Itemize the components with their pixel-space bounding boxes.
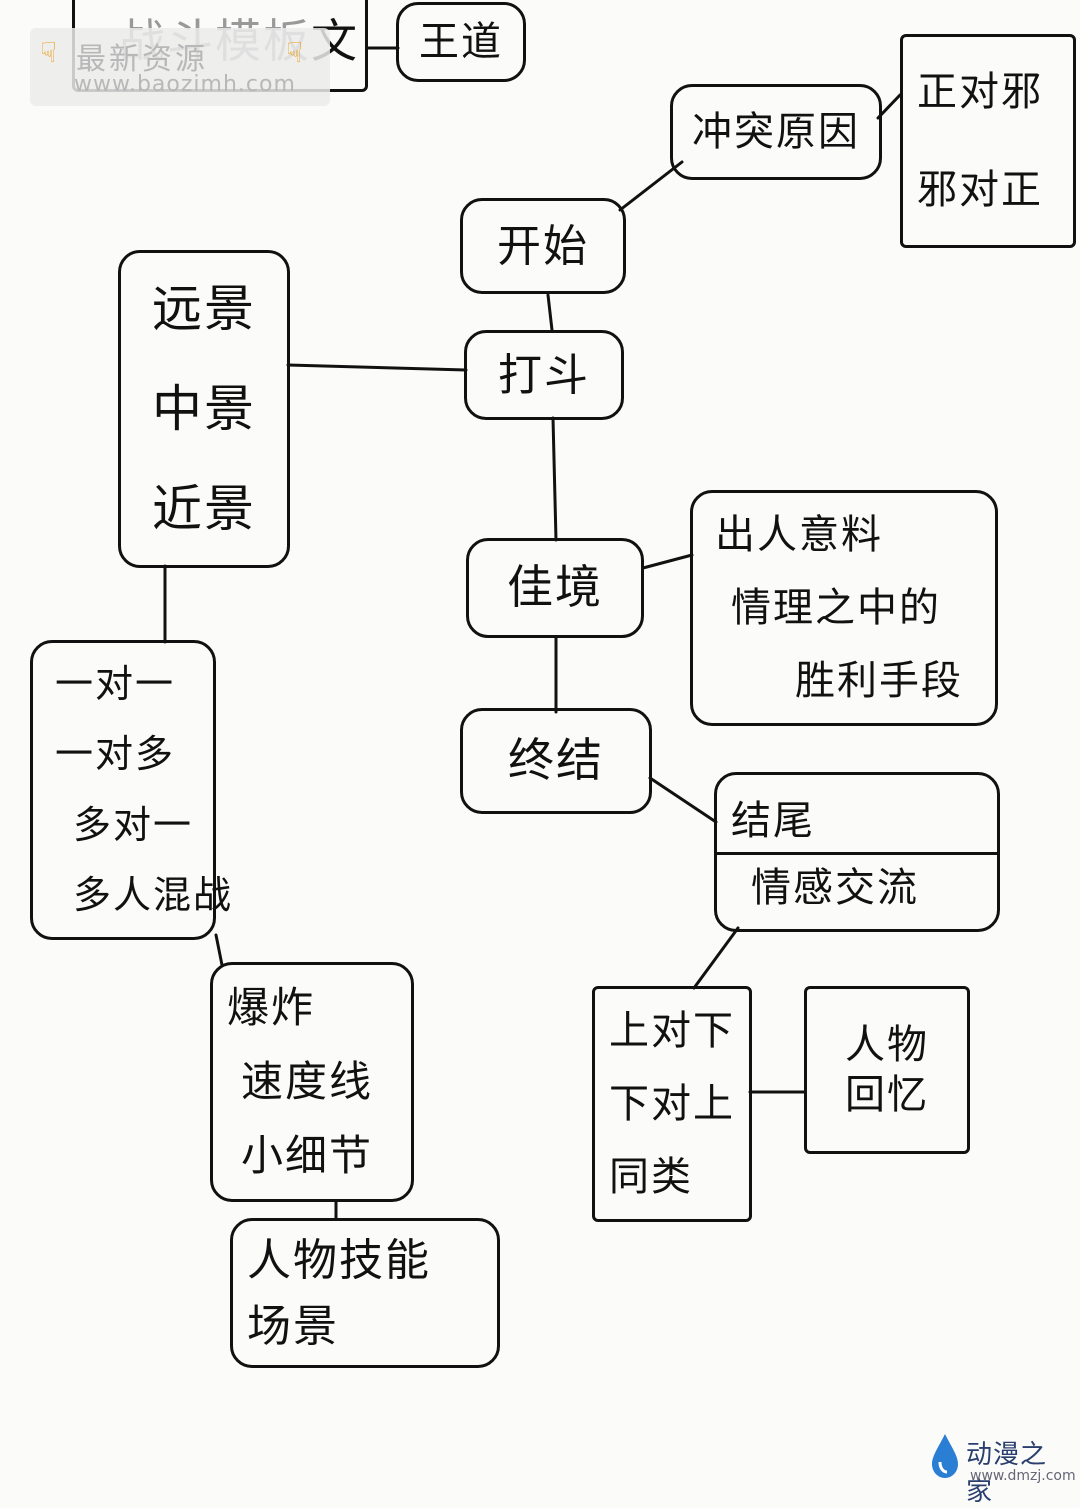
water-drop-icon xyxy=(932,1434,958,1478)
node-duizhan-line3: 多对一 xyxy=(73,802,194,847)
node-baozha: 爆炸 速度线 小细节 xyxy=(210,962,414,1202)
node-chongtu-yuanyin: 冲突原因 xyxy=(670,84,882,180)
watermark-line1: 最新资源 xyxy=(76,42,208,77)
node-chuyi-line1: 出人意料 xyxy=(715,512,883,559)
node-duizhan-line2: 一对多 xyxy=(55,732,176,776)
connector-duizhan-baozha xyxy=(214,933,224,967)
node-chuyi-line3: 胜利手段 xyxy=(795,657,963,704)
node-kaishi: 开始 xyxy=(460,198,626,294)
pointing-hand-icon: ☟ xyxy=(286,36,304,69)
node-jiewei: 结尾 情感交流 xyxy=(714,772,1000,932)
node-renwu-line2: 场景 xyxy=(247,1300,339,1352)
node-zhengxie-line2: 邪对正 xyxy=(917,167,1043,213)
node-jiewei-title: 结尾 xyxy=(717,796,997,855)
node-shangxia: 上对下 下对上 同类 xyxy=(592,986,752,1222)
node-zheng-xie: 正对邪 邪对正 xyxy=(900,34,1076,248)
watermark-banner: ☟ 最新资源 ☟ www.baozimh.com xyxy=(30,28,330,106)
node-jingbie-line3: 近景 xyxy=(152,479,256,538)
node-dadou-label: 打斗 xyxy=(498,349,590,401)
node-baozha-line3: 小细节 xyxy=(241,1130,374,1180)
node-huiyi: 人物 回忆 xyxy=(804,986,970,1154)
node-shangxia-line3: 同类 xyxy=(609,1153,693,1200)
node-kaishi-label: 开始 xyxy=(497,220,589,272)
node-zhongjie-label: 终结 xyxy=(508,733,604,788)
logo-brand: 动漫之家 xyxy=(966,1440,1048,1507)
node-baozha-line2: 速度线 xyxy=(241,1056,374,1106)
node-jiajing: 佳境 xyxy=(466,538,644,638)
node-duizhan-line1: 一对一 xyxy=(55,661,176,706)
connector-jingbie-dadou xyxy=(286,363,468,372)
node-jingbie: 远景 中景 近景 xyxy=(118,250,290,568)
node-renwu-jineng: 人物技能 场景 xyxy=(230,1218,500,1368)
node-zhongjie: 终结 xyxy=(460,708,652,814)
node-renwu-line1: 人物技能 xyxy=(247,1234,431,1286)
node-baozha-line1: 爆炸 xyxy=(227,982,316,1032)
node-jingbie-line2: 中景 xyxy=(152,379,256,438)
node-wangdao-label: 王道 xyxy=(419,19,503,65)
watermark-line2: www.baozimh.com xyxy=(74,72,296,97)
dmzj-logo: 动漫之家 www.dmzj.com xyxy=(928,1430,1076,1507)
node-jingbie-line1: 远景 xyxy=(152,279,256,338)
node-shangxia-line1: 上对下 xyxy=(609,1008,735,1055)
node-huiyi-line2: 回忆 xyxy=(845,1072,929,1118)
node-jiewei-body: 情感交流 xyxy=(751,864,919,911)
connector-zhongjie-jiewei xyxy=(648,776,718,824)
connector-jiewei-shangxia xyxy=(692,926,740,990)
pointing-hand-icon: ☟ xyxy=(40,36,58,69)
connector-jiajing-chuyi xyxy=(641,553,694,570)
node-chongtu-label: 冲突原因 xyxy=(692,109,860,155)
node-wangdao: 王道 xyxy=(396,2,526,82)
node-duizhan-line4: 多人混战 xyxy=(73,873,234,917)
node-shangxia-line2: 下对上 xyxy=(609,1080,735,1127)
connector-kaishi-dadou xyxy=(546,293,554,332)
connector-kaishi-chongtu xyxy=(618,160,684,212)
node-chuyi: 出人意料 情理之中的 胜利手段 xyxy=(690,490,998,726)
node-duizhan: 一对一 一对多 多对一 多人混战 xyxy=(30,640,231,940)
node-huiyi-line1: 人物 xyxy=(845,1022,929,1068)
connector-dadou-jiajing xyxy=(551,416,558,542)
node-jiajing-label: 佳境 xyxy=(507,560,603,615)
node-chuyi-line2: 情理之中的 xyxy=(731,584,941,631)
logo-url: www.dmzj.com xyxy=(970,1468,1076,1484)
node-zhengxie-line1: 正对邪 xyxy=(917,69,1043,115)
node-dadou: 打斗 xyxy=(464,330,624,420)
